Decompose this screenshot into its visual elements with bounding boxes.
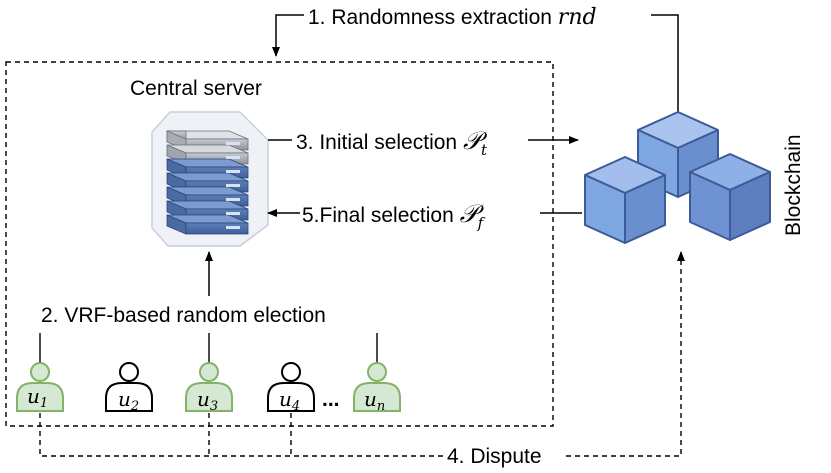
user-u1: u1 bbox=[16, 362, 64, 412]
user-u2: u2 bbox=[105, 362, 153, 414]
svg-text:u2: u2 bbox=[118, 387, 139, 414]
step4-dispute-arrow bbox=[39, 251, 685, 457]
step4-label: 4. Dispute bbox=[447, 445, 542, 468]
server-title: Central server bbox=[130, 77, 262, 100]
blockchain-cubes-icon bbox=[584, 111, 771, 244]
step3-label: 3. Initial selection 𝒫t bbox=[296, 126, 488, 159]
step2-label: 2. VRF-based random election bbox=[41, 304, 326, 327]
step1-label: 1. Randomness extraction rnd bbox=[308, 5, 597, 30]
user-u4: u4 bbox=[267, 362, 315, 414]
user-u3: u3 bbox=[185, 362, 233, 414]
step1-arrow bbox=[651, 14, 679, 112]
server-rack-icon bbox=[151, 111, 269, 247]
step5-label: 5.Final selection 𝒫f bbox=[302, 199, 486, 232]
user-un: un bbox=[353, 362, 401, 414]
svg-text:u3: u3 bbox=[197, 387, 218, 414]
blockchain-title: Blockchain bbox=[782, 134, 805, 236]
server-boundary bbox=[5, 61, 554, 427]
svg-text:un: un bbox=[364, 387, 385, 414]
svg-text:u4: u4 bbox=[279, 387, 300, 414]
svg-text:u1: u1 bbox=[27, 384, 48, 411]
user-ellipsis: ... bbox=[322, 388, 340, 411]
